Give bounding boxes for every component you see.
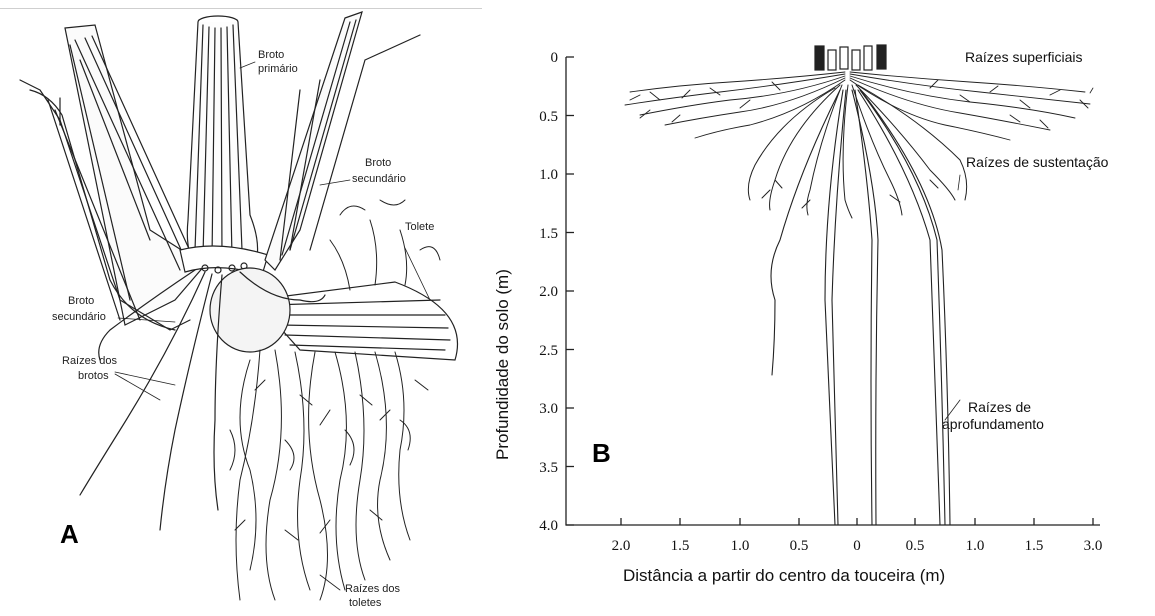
x-axis-label: Distância a partir do centro da touceira… <box>623 566 945 585</box>
annotation-raizes-aprofundamento-2: aprofundamento <box>942 416 1044 432</box>
x-tick-left-1-5: 1.5 <box>671 538 690 554</box>
y-tick-4-0: 4.0 <box>539 518 558 534</box>
x-tick-left-0-5: 0.5 <box>790 538 809 554</box>
y-tick-labels: 0 0.5 1.0 1.5 2.0 2.5 3.0 3.5 4.0 <box>539 50 558 534</box>
y-tick-3-5: 3.5 <box>539 460 558 476</box>
x-tick-labels: 2.0 1.5 1.0 0.5 0 0.5 1.0 1.5 3.0 <box>612 538 1103 554</box>
x-tick-left-1-0: 1.0 <box>731 538 750 554</box>
annotation-raizes-superficiais: Raízes superficiais <box>965 49 1083 65</box>
label-tolete: Tolete <box>405 221 434 233</box>
label-broto-secundario-left-1: Broto <box>68 295 94 307</box>
deep-roots <box>771 90 950 525</box>
x-tick-left-2-0: 2.0 <box>612 538 631 554</box>
root-depth-diagram: 0 0.5 1.0 1.5 2.0 2.5 3.0 3.5 4.0 2.0 1.… <box>490 0 1155 611</box>
y-tick-0-5: 0.5 <box>539 109 558 125</box>
panel-a-illustration: Broto primário Broto secundário Tolete B… <box>0 0 490 611</box>
label-broto-secundario-top-2: secundário <box>352 173 406 185</box>
sugarcane-seedling-drawing: Broto primário Broto secundário Tolete B… <box>0 0 490 611</box>
x-tick-right-1-0: 1.0 <box>966 538 985 554</box>
label-broto-secundario-top-1: Broto <box>365 157 391 169</box>
x-tick-right-3-0: 3.0 <box>1084 538 1103 554</box>
root-system-drawing <box>625 45 1093 525</box>
y-tick-2-5: 2.5 <box>539 343 558 359</box>
y-tick-0: 0 <box>551 50 559 66</box>
y-tick-2-0: 2.0 <box>539 284 558 300</box>
stool-stems <box>815 45 886 70</box>
panel-b-root-depth-chart: 0 0.5 1.0 1.5 2.0 2.5 3.0 3.5 4.0 2.0 1.… <box>490 0 1155 611</box>
y-tick-1-0: 1.0 <box>539 167 558 183</box>
x-tick-center-0: 0 <box>853 538 861 554</box>
y-tick-1-5: 1.5 <box>539 226 558 242</box>
annotation-raizes-sustentacao: Raízes de sustentação <box>966 154 1109 170</box>
panel-letter-a: A <box>60 519 79 549</box>
right-secondary-shoot <box>265 12 420 270</box>
label-raizes-toletes-2: toletes <box>349 597 382 609</box>
sett-tolete <box>210 268 458 360</box>
x-tick-right-1-5: 1.5 <box>1025 538 1044 554</box>
label-raizes-brotos-2: brotos <box>78 370 109 382</box>
label-raizes-brotos-1: Raízes dos <box>62 355 118 367</box>
y-axis-label: Profundidade do solo (m) <box>493 269 512 460</box>
label-raizes-toletes-1: Raízes dos <box>345 583 401 595</box>
primary-shoot <box>180 16 268 275</box>
left-secondary-shoot <box>20 25 205 330</box>
panel-letter-b: B <box>592 438 611 468</box>
x-tick-right-0-5: 0.5 <box>906 538 925 554</box>
annotation-leaders <box>945 88 1093 420</box>
annotation-raizes-aprofundamento-1: Raízes de <box>968 399 1031 415</box>
axes <box>566 57 1100 525</box>
label-broto-primario-1: Broto <box>258 49 284 61</box>
label-broto-secundario-left-2: secundário <box>52 311 106 323</box>
label-broto-primario-2: primário <box>258 63 298 75</box>
y-tick-3-0: 3.0 <box>539 401 558 417</box>
